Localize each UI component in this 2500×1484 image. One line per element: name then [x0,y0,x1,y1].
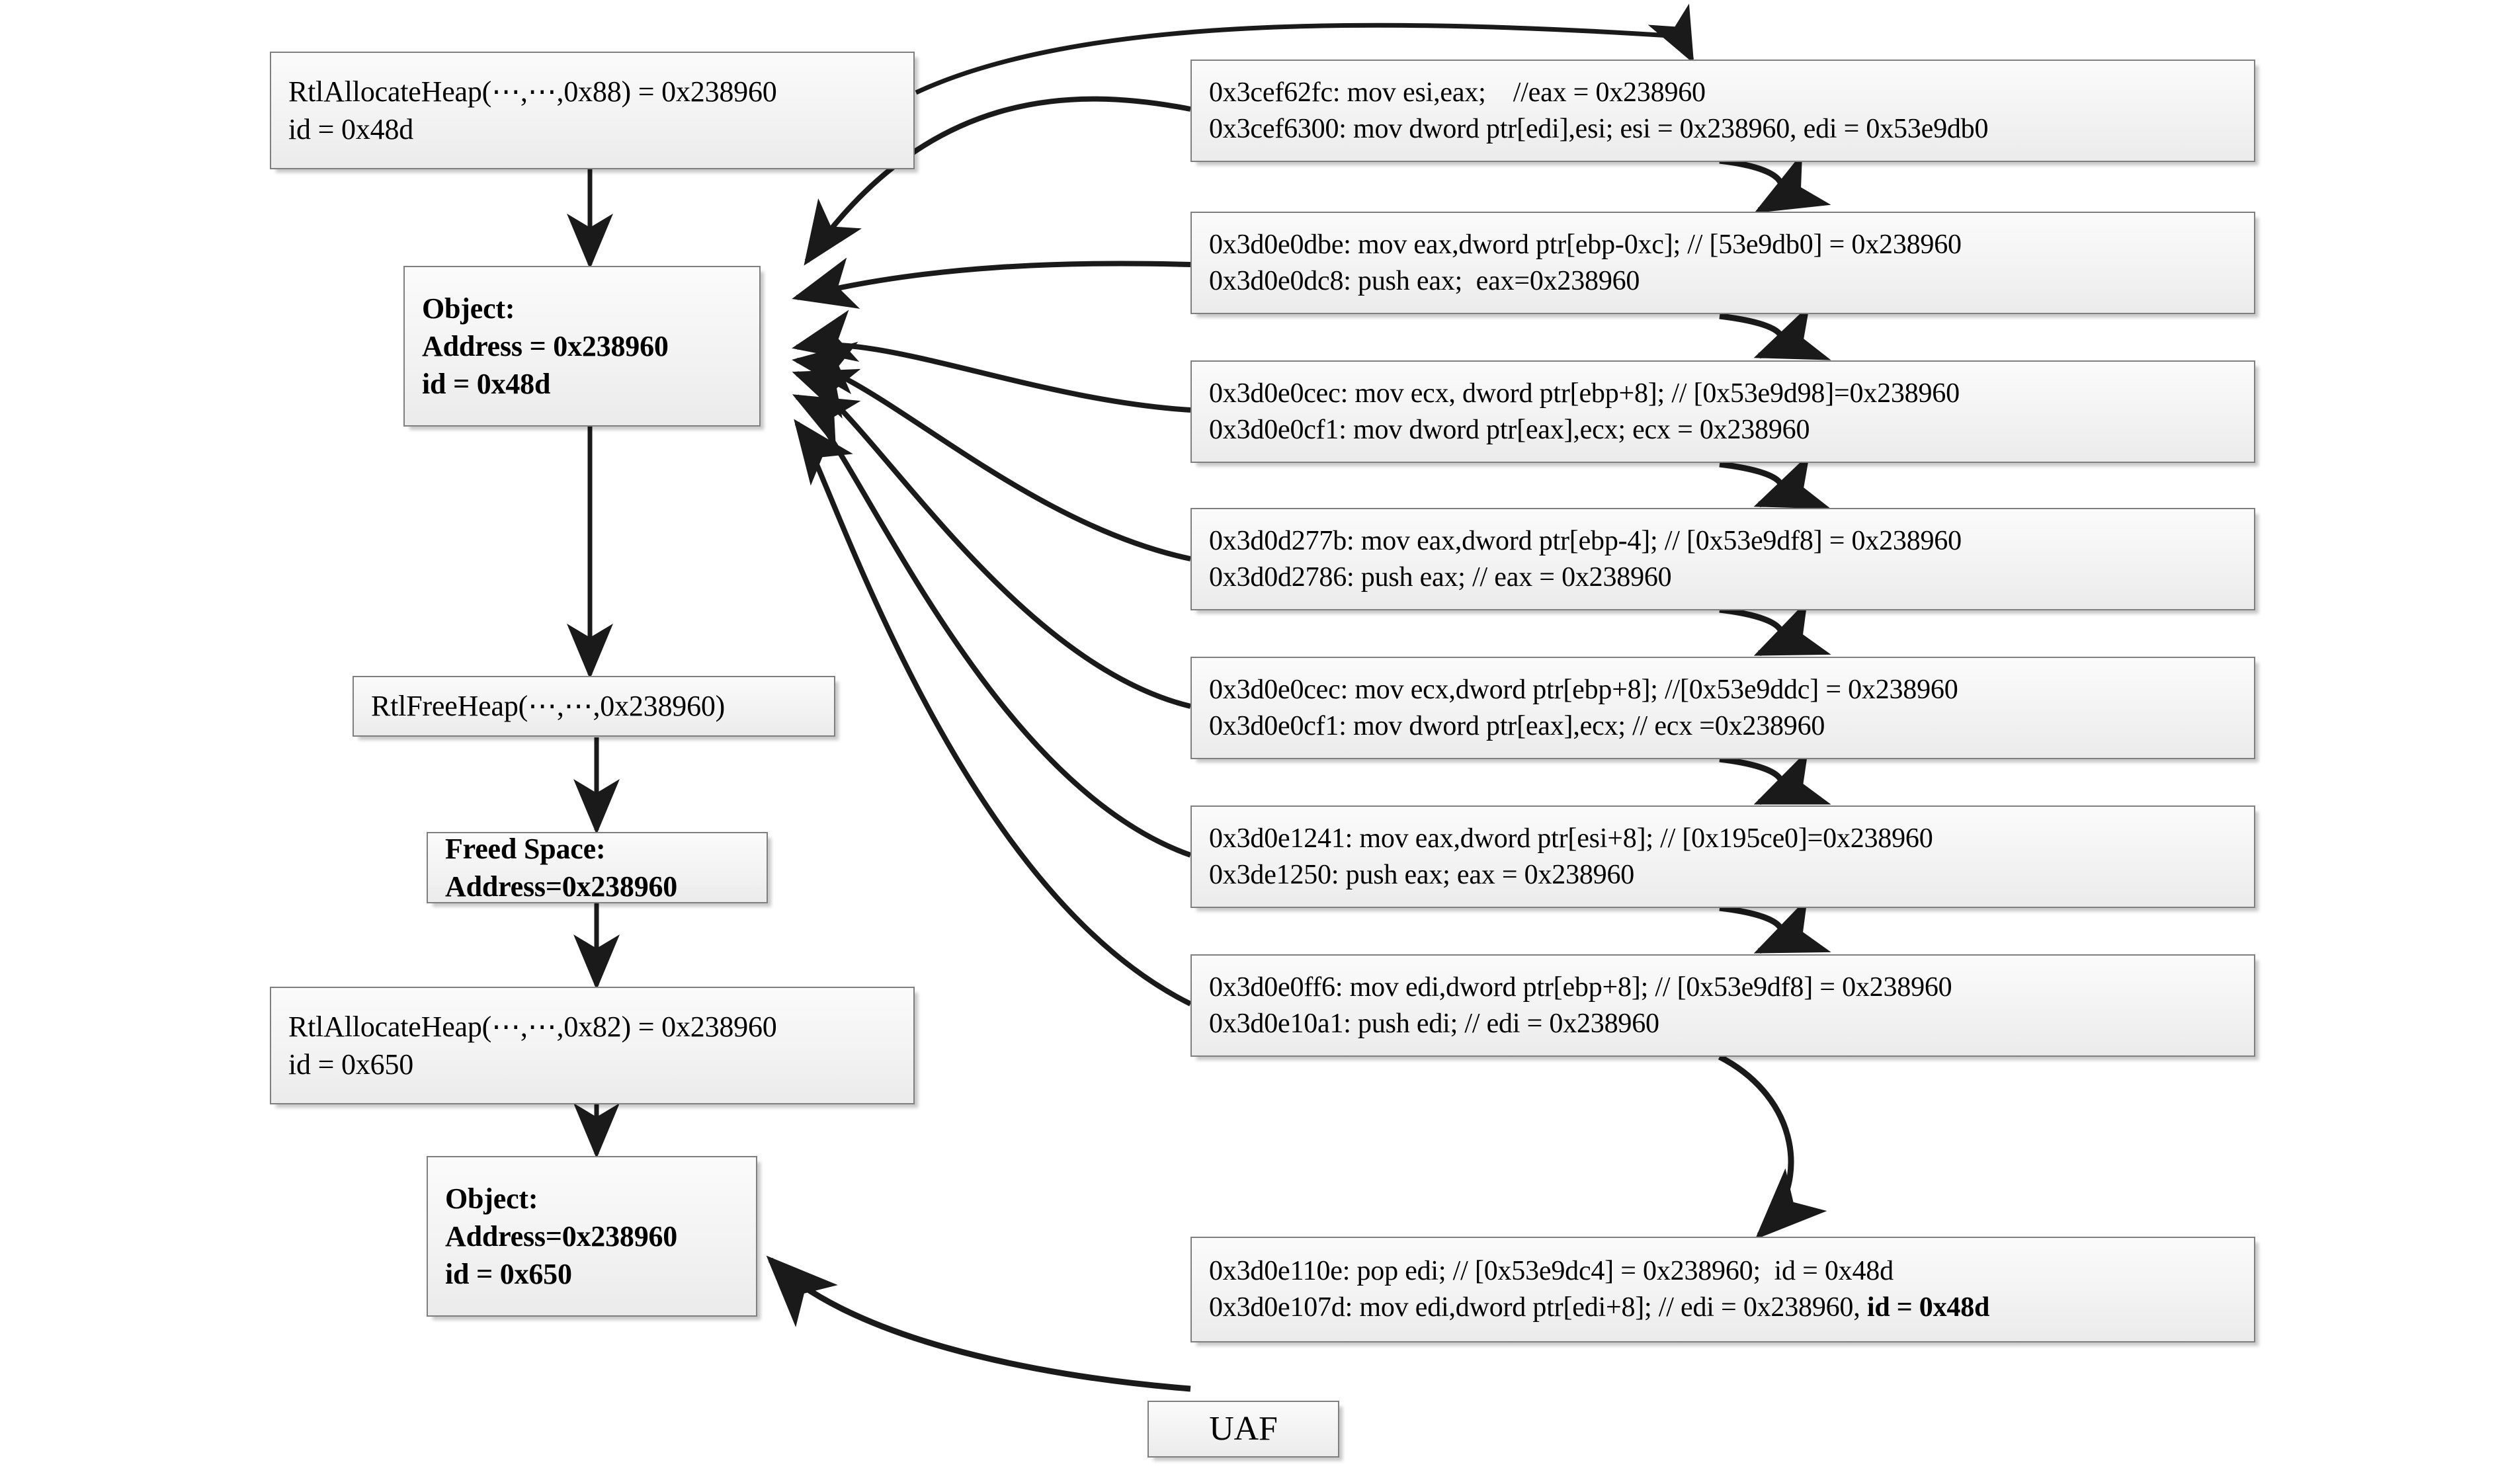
node-object-first: Object: Address = 0x238960 id = 0x48d [403,266,761,427]
alloc-second-line-1: RtlAllocateHeap(⋯,⋯,0x82) = 0x238960 [288,1010,777,1043]
edge-instr7-to-object1 [794,419,1192,1007]
node-instr-6: 0x3d0e1241: mov eax,dword ptr[esi+8]; //… [1190,805,2255,908]
object-second-line-3: id = 0x650 [445,1258,572,1291]
node-instr-1: 0x3cef62fc: mov esi,eax; //eax = 0x23896… [1190,60,2255,162]
alloc-first-line-1: RtlAllocateHeap(⋯,⋯,0x88) = 0x238960 [288,75,777,108]
node-instr-3: 0x3d0e0cec: mov ecx, dword ptr[ebp+8]; /… [1190,360,2255,463]
free-heap-line-1: RtlFreeHeap(⋯,⋯,0x238960) [371,690,726,723]
edge-instr8-to-object2-uaf [766,1255,1191,1392]
freed-space-line-2: Address=0x238960 [445,870,678,903]
object-first-line-3: id = 0x48d [422,368,551,401]
instr-4-line-1: 0x3d0d277b: mov eax,dword ptr[ebp-4]; //… [1209,525,1962,556]
instr-6-line-2: 0x3de1250: push eax; eax = 0x238960 [1209,859,1635,890]
instr-5-line-2: 0x3d0e0cf1: mov dword ptr[eax],ecx; // e… [1209,710,1825,741]
instr-3-line-1: 0x3d0e0cec: mov ecx, dword ptr[ebp+8]; /… [1209,378,1960,409]
instr-7-line-2: 0x3d0e10a1: push edi; // edi = 0x238960 [1209,1008,1659,1039]
instr-1-line-2: 0x3cef6300: mov dword ptr[edi],esi; esi … [1209,113,1989,144]
instr-5-line-1: 0x3d0e0cec: mov ecx,dword ptr[ebp+8]; //… [1209,674,1958,705]
node-instr-7: 0x3d0e0ff6: mov edi,dword ptr[ebp+8]; //… [1190,954,2255,1057]
instr-6-line-1: 0x3d0e1241: mov eax,dword ptr[esi+8]; //… [1209,823,1933,854]
edge-instr2-to-object1 [792,257,1191,309]
alloc-first-line-2: id = 0x48d [288,113,414,145]
node-freed-space: Freed Space: Address=0x238960 [427,832,768,903]
node-instr-2: 0x3d0e0dbe: mov eax,dword ptr[ebp-0xc]; … [1190,212,2255,314]
instr-3-line-2: 0x3d0e0cf1: mov dword ptr[eax],ecx; ecx … [1209,414,1810,445]
edge-instr5-to-instr6 [1719,749,1831,805]
edge-instr6-to-instr7 [1719,897,1831,954]
node-uaf-label: UAF [1147,1401,1339,1458]
object-second-line-1: Object: [445,1182,538,1215]
instr-4-line-2: 0x3d0d2786: push eax; // eax = 0x238960 [1209,561,1672,593]
edge-instr4-to-instr5 [1719,600,1831,657]
edge-instr6-to-object1 [792,394,1192,858]
instr-2-line-2: 0x3d0e0dc8: push eax; eax=0x238960 [1209,265,1640,296]
node-instr-5: 0x3d0e0cec: mov ecx,dword ptr[ebp+8]; //… [1190,657,2255,759]
uaf-label-text: UAF [1209,1410,1278,1448]
edge-instr4-to-object1 [792,341,1191,561]
node-free-heap: RtlFreeHeap(⋯,⋯,0x238960) [353,676,835,737]
edge-instr5-to-object1 [792,369,1191,709]
freed-space-line-1: Freed Space: [445,832,606,865]
node-alloc-first: RtlAllocateHeap(⋯,⋯,0x88) = 0x238960 id … [270,52,915,169]
object-first-line-1: Object: [422,292,515,325]
edge-instr7-to-instr8 [1718,1054,1827,1240]
node-instr-8: 0x3d0e110e: pop edi; // [0x53e9dc4] = 0x… [1190,1237,2255,1342]
edge-instr1-to-instr2 [1719,152,1831,214]
instr-7-line-1: 0x3d0e0ff6: mov edi,dword ptr[ebp+8]; //… [1209,971,1952,1003]
edge-instr3-to-object1 [792,309,1191,413]
edge-instr3-to-instr4 [1719,453,1831,509]
instr-2-line-1: 0x3d0e0dbe: mov eax,dword ptr[ebp-0xc]; … [1209,229,1962,260]
object-first-line-2: Address = 0x238960 [422,329,669,362]
node-alloc-second: RtlAllocateHeap(⋯,⋯,0x82) = 0x238960 id … [270,987,915,1104]
instr-8-line-1: 0x3d0e110e: pop edi; // [0x53e9dc4] = 0x… [1209,1256,1894,1287]
alloc-second-line-2: id = 0x650 [288,1048,414,1081]
instr-8-line-2: 0x3d0e107d: mov edi,dword ptr[edi+8]; //… [1209,1292,1990,1323]
instr-1-line-1: 0x3cef62fc: mov esi,eax; //eax = 0x23896… [1209,77,1706,108]
node-object-second: Object: Address=0x238960 id = 0x650 [427,1156,757,1317]
object-second-line-2: Address=0x238960 [445,1219,678,1253]
node-instr-4: 0x3d0d277b: mov eax,dword ptr[ebp-4]; //… [1190,508,2255,610]
edge-instr2-to-instr3 [1719,304,1831,360]
